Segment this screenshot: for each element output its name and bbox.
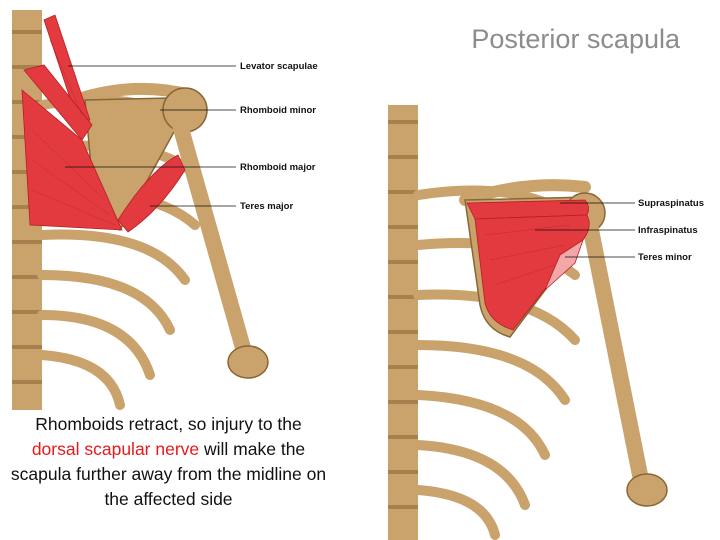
caption-text: Rhomboids retract, so injury to the dors… <box>2 412 335 512</box>
caption-part-2: will make the scapula further away from … <box>10 439 327 509</box>
label-teres-minor: Teres minor <box>638 252 692 263</box>
spine <box>388 105 418 540</box>
label-rhomboid-minor: Rhomboid minor <box>240 105 316 116</box>
right-leader-lines <box>535 202 635 258</box>
label-supraspinatus: Supraspinatus <box>638 198 704 209</box>
left-anatomy-illustration: Levator scapulae Rhomboid minor Rhomboid… <box>10 10 350 410</box>
caption-part-1: Rhomboids retract, so injury to the <box>35 414 302 434</box>
humerus <box>162 87 269 379</box>
right-anatomy-svg: Supraspinatus Infraspinatus Teres minor <box>388 105 704 540</box>
label-levator-scapulae: Levator scapulae <box>240 61 318 72</box>
caption-highlight-nerve: dorsal scapular nerve <box>31 439 200 459</box>
teres-minor-muscle <box>544 239 584 291</box>
label-rhomboid-major: Rhomboid major <box>240 162 316 173</box>
right-anatomy-illustration: Supraspinatus Infraspinatus Teres minor <box>385 105 720 540</box>
clavicle <box>459 179 591 206</box>
teres-major-muscle <box>117 154 186 233</box>
levator-scapulae-muscle <box>43 14 91 123</box>
rhomboid-minor-muscle <box>23 64 93 141</box>
label-infraspinatus: Infraspinatus <box>638 225 698 236</box>
left-anatomy-svg: Levator scapulae Rhomboid minor Rhomboid… <box>12 10 318 410</box>
label-teres-major: Teres major <box>240 201 293 212</box>
slide-title: Posterior scapula <box>471 24 680 54</box>
left-leader-lines <box>65 65 236 207</box>
rhomboid-major-muscle <box>21 89 123 231</box>
